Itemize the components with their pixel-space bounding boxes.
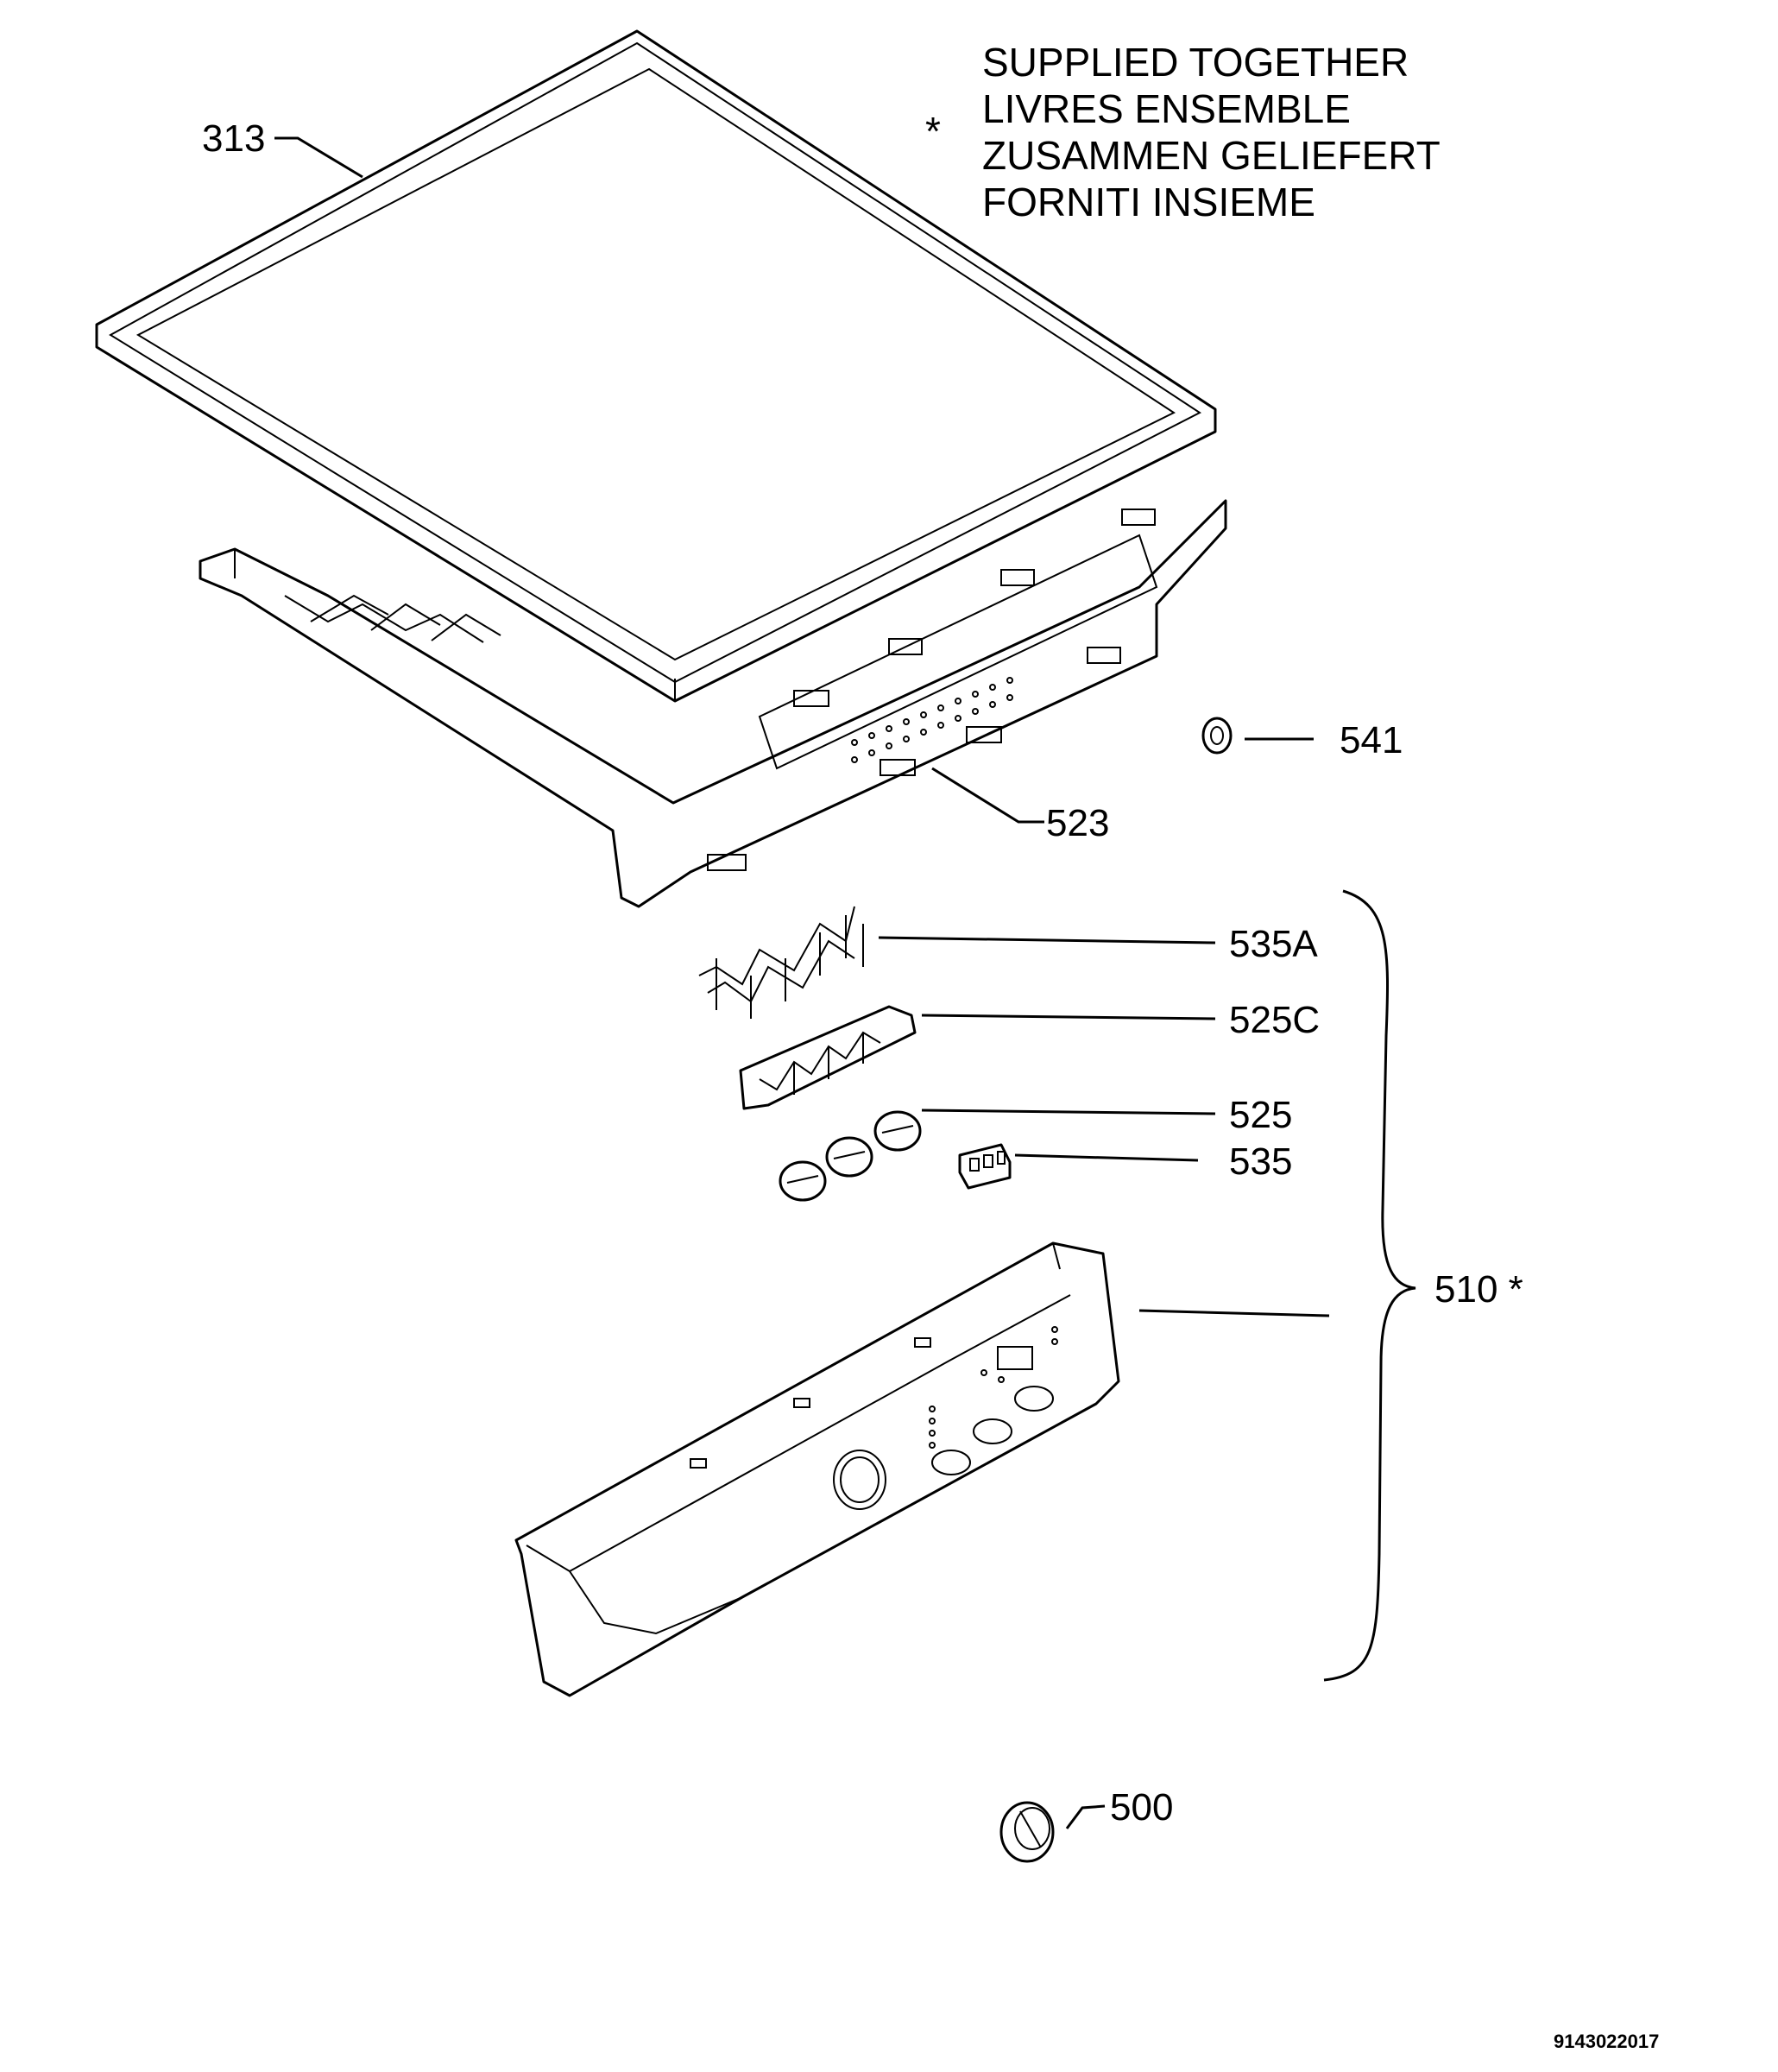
leader-535 bbox=[1014, 1153, 1199, 1162]
wire-harness-part bbox=[698, 906, 864, 1019]
part-label-525C: 525C bbox=[1229, 999, 1320, 1041]
leader-535A bbox=[878, 936, 1216, 944]
leader-525C bbox=[921, 1014, 1216, 1020]
leader-313 bbox=[274, 136, 363, 179]
leader-525 bbox=[921, 1109, 1216, 1115]
group-brace bbox=[1323, 889, 1416, 1682]
part-label-313: 313 bbox=[202, 117, 265, 160]
part-label-535: 535 bbox=[1229, 1140, 1292, 1183]
note-line-1: SUPPLIED TOGETHER bbox=[982, 40, 1409, 85]
part-label-535A: 535A bbox=[1229, 923, 1318, 965]
button-holder-part bbox=[739, 1005, 917, 1110]
document-number: 9143022017 bbox=[1554, 2031, 1659, 2052]
part-label-510: 510 * bbox=[1434, 1268, 1523, 1311]
note-asterisk: * bbox=[925, 109, 941, 154]
control-frame-part bbox=[199, 499, 1227, 908]
part-label-541: 541 bbox=[1340, 719, 1403, 761]
control-panel-part bbox=[514, 1241, 1120, 1697]
ring-part bbox=[1201, 717, 1233, 755]
leader-523 bbox=[931, 767, 1044, 824]
part-label-500: 500 bbox=[1110, 1786, 1173, 1829]
part-label-525: 525 bbox=[1229, 1094, 1292, 1136]
buttons-part bbox=[779, 1110, 922, 1202]
leader-500 bbox=[1065, 1804, 1106, 1829]
top-cover-part bbox=[95, 29, 1217, 703]
part-label-523: 523 bbox=[1046, 802, 1109, 844]
note-line-2: LIVRES ENSEMBLE bbox=[982, 86, 1351, 131]
display-module-part bbox=[958, 1143, 1012, 1190]
note-line-4: FORNITI INSIEME bbox=[982, 180, 1315, 224]
leader-510 bbox=[1138, 1309, 1330, 1317]
knob-part bbox=[999, 1801, 1055, 1863]
vent-holes bbox=[851, 677, 1013, 763]
note-line-3: ZUSAMMEN GELIEFERT bbox=[982, 133, 1441, 178]
